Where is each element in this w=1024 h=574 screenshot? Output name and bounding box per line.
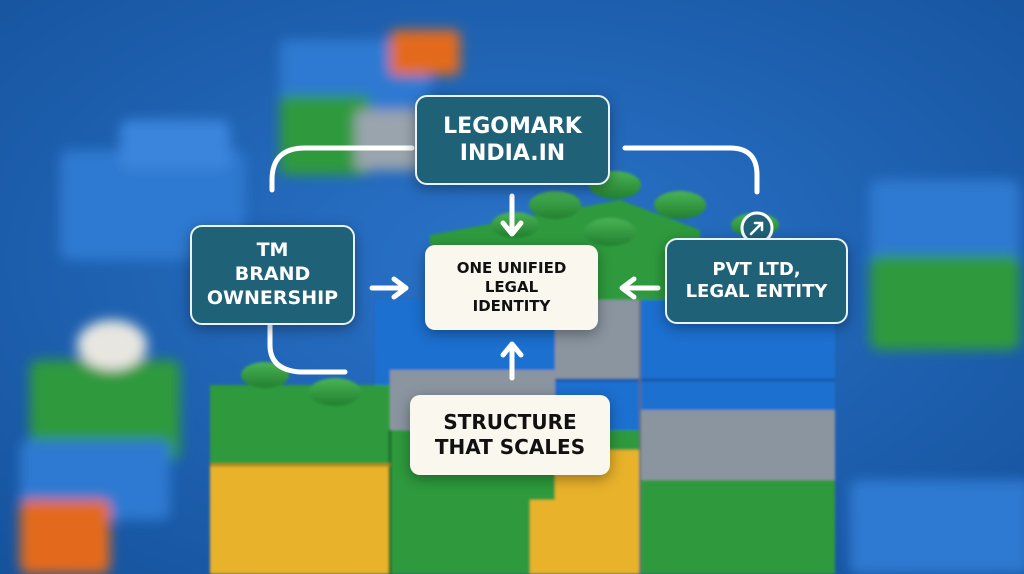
arrow-right-to-center — [619, 276, 661, 300]
node-center-line1: ONE UNIFIED — [456, 259, 567, 278]
node-legomark-domain: LEGOMARK INDIA.IN — [415, 95, 610, 185]
node-left-line3: OWNERSHIP — [206, 286, 339, 309]
node-structure-scales: STRUCTURE THAT SCALES — [410, 395, 610, 475]
connector-left-to-bottom — [267, 322, 348, 375]
node-bottom-line1: STRUCTURE — [443, 410, 577, 434]
connector-top-to-right — [622, 145, 760, 195]
node-top-line2: INDIA.IN — [459, 141, 566, 166]
node-left-line2: BRAND — [234, 263, 311, 286]
node-center-line3: IDENTITY — [472, 296, 551, 315]
arrow-left-to-center — [369, 276, 409, 300]
connector-top-to-left — [269, 145, 415, 193]
node-left-line1: TM — [256, 239, 289, 262]
node-bottom-line2: THAT SCALES — [434, 435, 586, 459]
arrow-bottom-to-center — [500, 341, 524, 381]
node-unified-identity: ONE UNIFIED LEGAL IDENTITY — [425, 245, 598, 330]
node-right-line2: LEGAL ENTITY — [685, 281, 828, 302]
node-center-line2: LEGAL — [484, 278, 539, 297]
connectors — [267, 145, 760, 381]
node-pvt-ltd: PVT LTD, LEGAL ENTITY — [665, 238, 848, 324]
node-brand-ownership: TM BRAND OWNERSHIP — [190, 225, 355, 325]
node-right-line1: PVT LTD, — [712, 258, 801, 280]
arrow-top-to-center — [500, 193, 524, 237]
node-top-line1: LEGOMARK — [443, 113, 582, 139]
